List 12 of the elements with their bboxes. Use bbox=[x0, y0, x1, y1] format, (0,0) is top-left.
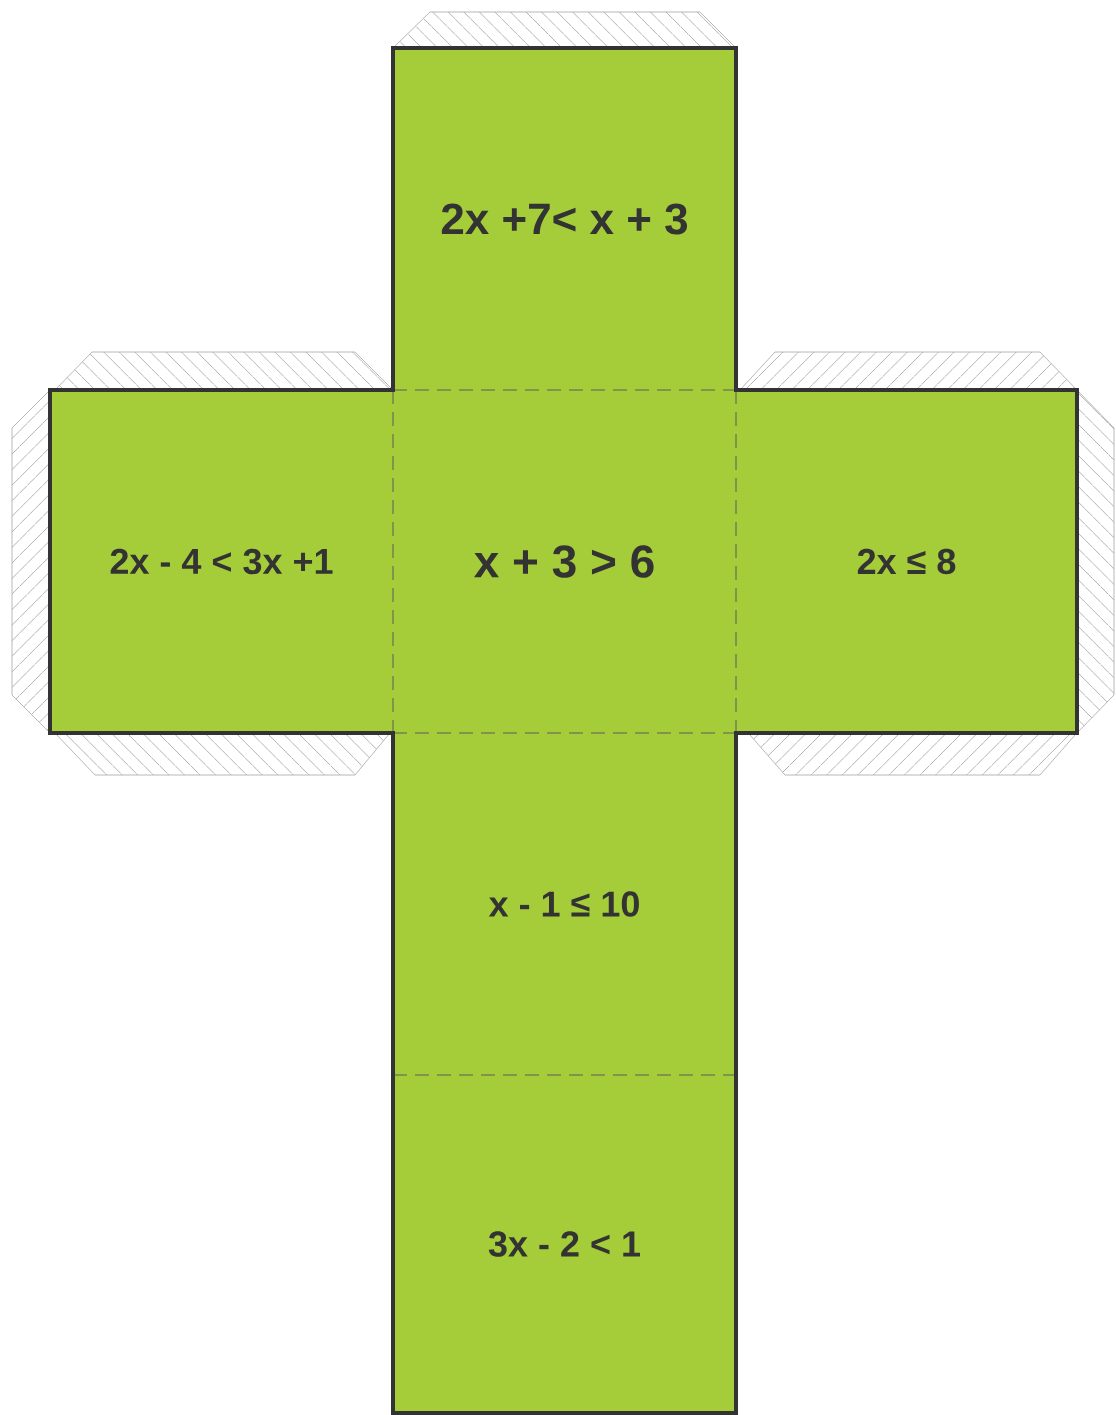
face-panel: 2x +7< x + 3 bbox=[393, 48, 736, 390]
face-panel: 2x - 4 < 3x +1 bbox=[50, 390, 393, 733]
node-label: 2x - 4 < 3x +1 bbox=[110, 548, 333, 575]
face-panel: 3x - 2 < 1 bbox=[393, 1075, 736, 1413]
node-label: 2x +7< x + 3 bbox=[441, 203, 688, 235]
node-label: x - 1 ≤ 10 bbox=[488, 891, 639, 917]
face-panel: x + 3 > 6 bbox=[393, 390, 736, 733]
node-label: 2x ≤ 8 bbox=[857, 548, 956, 575]
face-panel: x - 1 ≤ 10 bbox=[393, 733, 736, 1075]
node-label: 3x - 2 < 1 bbox=[488, 1231, 641, 1257]
node-label: x + 3 > 6 bbox=[474, 545, 654, 578]
face-panel: 2x ≤ 8 bbox=[736, 390, 1077, 733]
